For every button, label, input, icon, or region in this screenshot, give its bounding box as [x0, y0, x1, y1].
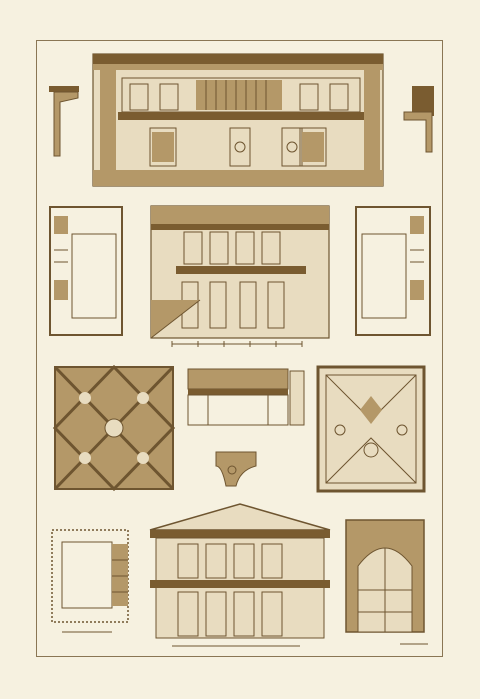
floor-plan-left [49, 206, 123, 336]
pediment-section [149, 503, 331, 647]
coffered-ceiling [52, 364, 176, 492]
cornice-profile-right [403, 86, 434, 153]
arched-window [345, 519, 428, 645]
plate-border [36, 40, 443, 657]
frieze-detail [187, 368, 305, 426]
scale-bar-section [171, 341, 303, 347]
cornice-profile-left [49, 86, 79, 157]
bracket-detail [215, 451, 257, 487]
hall-elevation [92, 53, 384, 187]
painted-ceiling [316, 365, 426, 493]
temple-plan [51, 529, 129, 633]
floor-plan-right [355, 206, 431, 336]
interior-section [150, 205, 330, 339]
